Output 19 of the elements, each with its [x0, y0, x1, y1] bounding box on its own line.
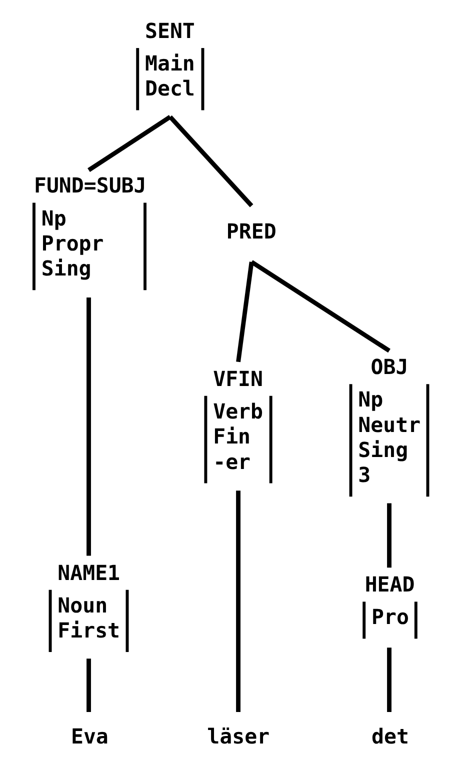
- connector: [236, 262, 254, 362]
- connector: [386, 648, 391, 712]
- node-text: läser: [206, 724, 270, 748]
- node-text: SENT Main Decl: [144, 18, 194, 101]
- connector: [250, 260, 390, 353]
- connector: [386, 503, 391, 568]
- connector: [86, 658, 90, 712]
- node-text: Eva: [70, 724, 108, 748]
- connector: [168, 115, 253, 208]
- node-text: HEAD Pro: [364, 572, 414, 630]
- node-text: OBJ Np Neutr Sing 3: [358, 355, 420, 488]
- node-text: PRED: [226, 220, 276, 244]
- connector: [86, 297, 90, 556]
- connector: [236, 490, 240, 712]
- node-text: VFIN Verb Fin -er: [212, 366, 263, 474]
- connector: [87, 115, 171, 172]
- node-text: det: [371, 724, 408, 748]
- node-text: FUND=SUBJ Np Propr Sing: [33, 174, 146, 281]
- node-text: NAME1 Noun First: [57, 560, 120, 643]
